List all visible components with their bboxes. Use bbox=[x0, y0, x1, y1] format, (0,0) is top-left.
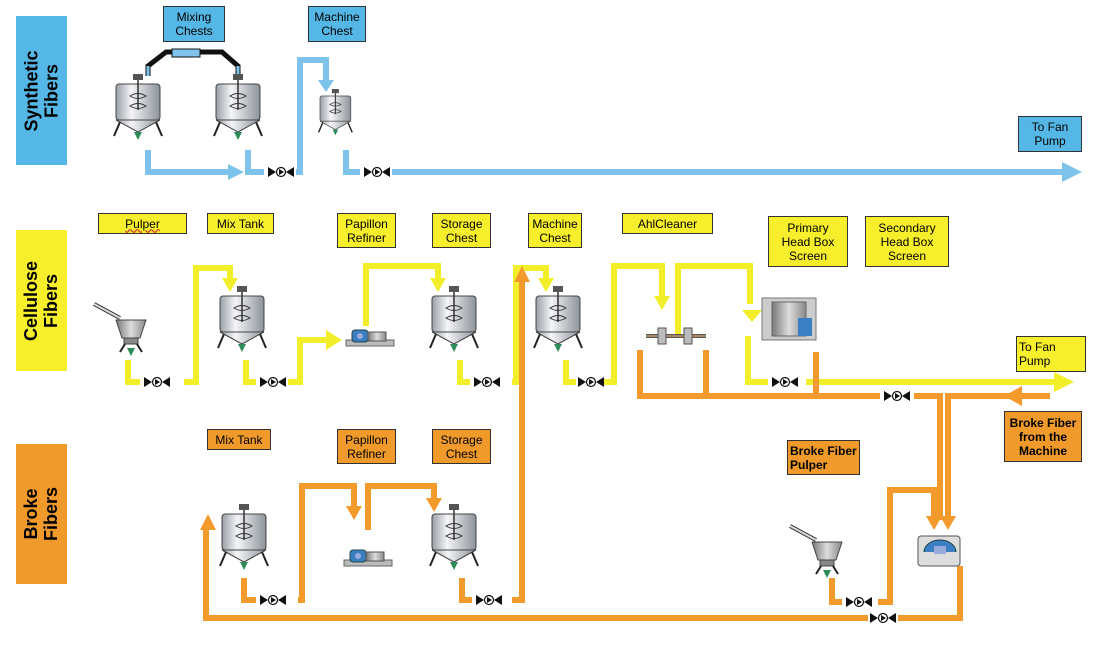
label-machine-chest-cellulose: Machine Chest bbox=[528, 213, 582, 248]
label-primary-head-box-screen: Primary Head Box Screen bbox=[768, 216, 848, 267]
label-mix-tank-broke: Mix Tank bbox=[207, 429, 271, 450]
section-cellulose-fibers: Cellulose Fibers bbox=[16, 230, 67, 371]
label-to-fan-pump-cellulose: To Fan Pump bbox=[1016, 336, 1086, 372]
machine-chest-synthetic bbox=[317, 88, 353, 136]
label-to-fan-pump-synthetic: To Fan Pump bbox=[1018, 116, 1082, 152]
machine-chest-cellulose bbox=[533, 285, 583, 353]
label-machine-chest-synthetic: Machine Chest bbox=[308, 6, 366, 42]
section-synthetic-fibers: Synthetic Fibers bbox=[16, 16, 67, 165]
papillon-refiner-cellulose bbox=[345, 329, 395, 347]
mix-tank-cellulose bbox=[217, 285, 267, 353]
mix-tank-broke bbox=[219, 503, 269, 571]
ahlcleaner-unit bbox=[646, 327, 706, 345]
synthetic-pipes bbox=[145, 57, 1070, 175]
label-storage-chest-cellulose: Storage Chest bbox=[432, 213, 491, 248]
broke-fiber-pulper-unit bbox=[788, 524, 844, 580]
label-ahlcleaner: AhlCleaner bbox=[622, 213, 713, 234]
label-secondary-head-box-screen: Secondary Head Box Screen bbox=[865, 216, 949, 267]
label-broke-fiber-pulper: Broke Fiber Pulper bbox=[787, 440, 860, 475]
label-broke-fiber-from-machine: Broke Fiber from the Machine bbox=[1004, 411, 1082, 462]
mixing-chest-1 bbox=[113, 73, 163, 141]
mixing-chest-2 bbox=[213, 73, 263, 141]
papillon-refiner-broke bbox=[343, 549, 393, 567]
label-pulper: Pulper bbox=[98, 213, 187, 234]
cellulose-pipes bbox=[125, 263, 1060, 385]
pulper-cellulose bbox=[92, 302, 148, 358]
label-papillon-refiner-cellulose: Papillon Refiner bbox=[337, 213, 396, 248]
label-mix-tank-cellulose: Mix Tank bbox=[207, 213, 274, 234]
label-storage-chest-broke: Storage Chest bbox=[432, 429, 491, 464]
storage-chest-broke bbox=[429, 503, 479, 571]
section-broke-fibers: Broke Fibers bbox=[16, 444, 67, 584]
section-synthetic-label: Synthetic Fibers bbox=[21, 49, 62, 132]
label-papillon-refiner-broke: Papillon Refiner bbox=[337, 429, 396, 464]
broke-pipes bbox=[203, 276, 1050, 621]
section-broke-label: Broke Fibers bbox=[21, 486, 62, 542]
primary-screen-unit bbox=[761, 297, 817, 341]
label-mixing-chests: Mixing Chests bbox=[163, 6, 225, 42]
broke-fiber-pump bbox=[917, 535, 961, 567]
section-cellulose-label: Cellulose Fibers bbox=[21, 260, 62, 341]
mixing-chest-link bbox=[145, 48, 241, 76]
storage-chest-cellulose bbox=[429, 285, 479, 353]
